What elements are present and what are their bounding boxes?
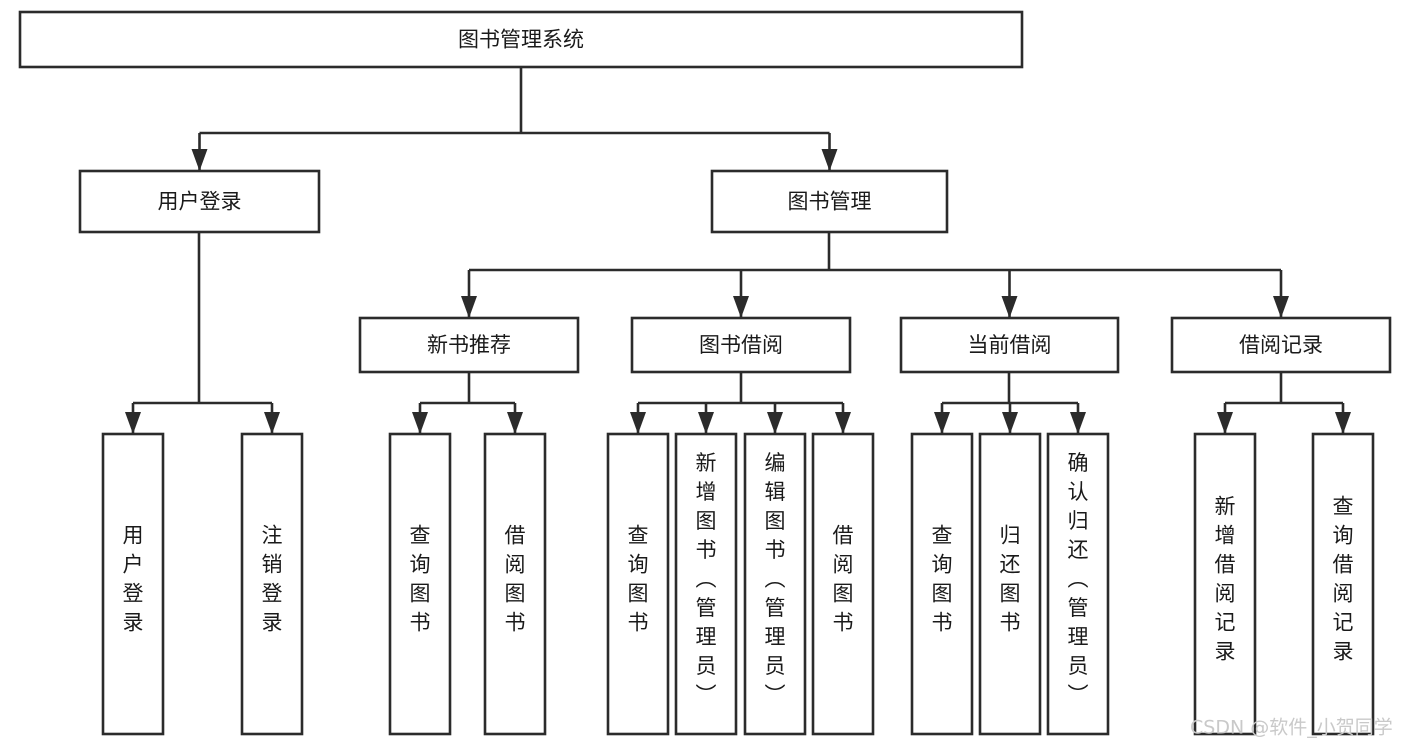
node-leaf-bb-add-label: 新增图书︵管理员︶ (696, 451, 717, 707)
node-leaf-cb-query[interactable]: 查询图书 (910, 432, 974, 736)
node-leaf-bb-add-box[interactable] (674, 432, 738, 736)
connector-layer (125, 67, 1351, 434)
node-leaf-bb-add[interactable]: 新增图书︵管理员︶ (674, 432, 738, 736)
arrow-head-icon (1217, 412, 1233, 434)
arrow-head-icon (821, 149, 838, 171)
arrow-head-icon (835, 412, 851, 434)
node-leaf-bb-edit-box[interactable] (743, 432, 807, 736)
arrow-head-icon (698, 412, 714, 434)
node-leaf-cb-return-box[interactable] (978, 432, 1042, 736)
node-current-borrow-label: 当前借阅 (968, 333, 1052, 357)
node-layer: 图书管理系统用户登录图书管理新书推荐图书借阅当前借阅借阅记录用户登录注销登录查询… (18, 10, 1392, 736)
node-book-manage[interactable]: 图书管理 (710, 169, 949, 234)
node-leaf-cb-query-label: 查询图书 (932, 524, 953, 635)
node-leaf-nbr-borrow-label: 借阅图书 (505, 524, 526, 635)
node-leaf-cb-query-box[interactable] (910, 432, 974, 736)
node-leaf-nbr-borrow-box[interactable] (483, 432, 547, 736)
node-borrow-record-label: 借阅记录 (1239, 333, 1323, 357)
node-root-图书管理系统-box[interactable] (18, 10, 1024, 69)
node-borrow-record[interactable]: 借阅记录 (1170, 316, 1392, 374)
node-leaf-nbr-query[interactable]: 查询图书 (388, 432, 452, 736)
node-book-borrow-box[interactable] (630, 316, 852, 374)
node-root-图书管理系统[interactable]: 图书管理系统 (18, 10, 1024, 69)
node-leaf-cb-confirm[interactable]: 确认归还︵管理员︶ (1046, 432, 1110, 736)
node-leaf-cb-return-label: 归还图书 (1000, 524, 1021, 635)
node-new-book-recommend-label: 新书推荐 (427, 333, 511, 357)
node-leaf-nbr-query-label: 查询图书 (410, 524, 431, 635)
node-book-borrow[interactable]: 图书借阅 (630, 316, 852, 374)
node-leaf-user-logout-box[interactable] (240, 432, 304, 736)
node-leaf-br-add-label: 新增借阅记录 (1215, 495, 1236, 664)
node-leaf-nbr-query-box[interactable] (388, 432, 452, 736)
node-leaf-user-logout[interactable]: 注销登录 (240, 432, 304, 736)
arrow-head-icon (934, 412, 950, 434)
arrow-head-icon (461, 296, 477, 318)
node-leaf-br-add-box[interactable] (1193, 432, 1257, 736)
node-new-book-recommend[interactable]: 新书推荐 (358, 316, 580, 374)
arrow-head-icon (125, 412, 141, 434)
node-leaf-bb-borrow-box[interactable] (811, 432, 875, 736)
arrow-head-icon (1335, 412, 1351, 434)
arrow-head-icon (191, 149, 208, 171)
node-leaf-nbr-borrow[interactable]: 借阅图书 (483, 432, 547, 736)
node-leaf-cb-return[interactable]: 归还图书 (978, 432, 1042, 736)
arrow-head-icon (1273, 296, 1289, 318)
node-leaf-br-query-label: 查询借阅记录 (1333, 495, 1354, 664)
arrow-head-icon (1002, 412, 1018, 434)
arrow-head-icon (507, 412, 523, 434)
arrow-head-icon (1070, 412, 1086, 434)
node-leaf-bb-query[interactable]: 查询图书 (606, 432, 670, 736)
node-leaf-cb-confirm-box[interactable] (1046, 432, 1110, 736)
node-borrow-record-box[interactable] (1170, 316, 1392, 374)
node-user-login[interactable]: 用户登录 (78, 169, 321, 234)
node-book-manage-label: 图书管理 (788, 190, 872, 214)
arrow-head-icon (412, 412, 428, 434)
arrow-head-icon (1001, 296, 1018, 318)
node-user-login-label: 用户登录 (158, 190, 242, 214)
node-book-manage-box[interactable] (710, 169, 949, 234)
node-leaf-bb-edit[interactable]: 编辑图书︵管理员︶ (743, 432, 807, 736)
node-user-login-box[interactable] (78, 169, 321, 234)
node-leaf-bb-borrow[interactable]: 借阅图书 (811, 432, 875, 736)
node-leaf-user-login[interactable]: 用户登录 (101, 432, 165, 736)
arrow-head-icon (264, 412, 280, 434)
node-leaf-bb-query-box[interactable] (606, 432, 670, 736)
node-leaf-cb-confirm-label: 确认归还︵管理员︶ (1068, 451, 1089, 707)
node-leaf-br-query[interactable]: 查询借阅记录 (1311, 432, 1375, 736)
node-current-borrow-box[interactable] (899, 316, 1120, 374)
node-leaf-br-add[interactable]: 新增借阅记录 (1193, 432, 1257, 736)
node-leaf-br-query-box[interactable] (1311, 432, 1375, 736)
node-leaf-bb-edit-label: 编辑图书︵管理员︶ (765, 451, 786, 707)
node-root-图书管理系统-label: 图书管理系统 (458, 28, 584, 52)
node-leaf-user-login-box[interactable] (101, 432, 165, 736)
node-book-borrow-label: 图书借阅 (699, 333, 783, 357)
csdn-watermark: CSDN @软件_小贺同学 (1190, 717, 1393, 739)
arrow-head-icon (733, 296, 749, 318)
node-current-borrow[interactable]: 当前借阅 (899, 316, 1120, 374)
node-leaf-bb-borrow-label: 借阅图书 (833, 524, 854, 635)
node-new-book-recommend-box[interactable] (358, 316, 580, 374)
node-leaf-bb-query-label: 查询图书 (628, 524, 649, 635)
arrow-head-icon (630, 412, 646, 434)
node-leaf-user-login-label: 用户登录 (123, 524, 144, 635)
node-leaf-user-logout-label: 注销登录 (262, 524, 283, 635)
arrow-head-icon (767, 412, 783, 434)
